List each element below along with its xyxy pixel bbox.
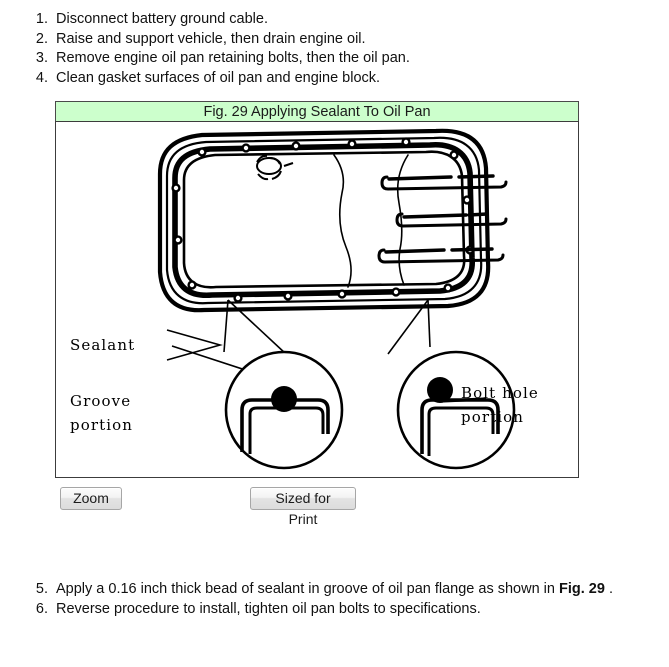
bolt-hole (171, 183, 181, 193)
list-item: 5. Apply a 0.16 inch thick bead of seala… (26, 580, 613, 600)
rib-outline (380, 175, 508, 191)
callout-circle-right (396, 350, 516, 470)
list-item-number: 2. (35, 30, 48, 47)
list-item-text: Reverse procedure to install, tighten oi… (56, 600, 481, 620)
figure-caption: Fig. 29 Applying Sealant To Oil Pan (55, 101, 579, 121)
list-item-text: Raise and support vehicle, then drain en… (56, 30, 366, 47)
sized-for-print-button[interactable]: Sized for Print (250, 487, 356, 527)
list-item-text: Apply a 0.16 inch thick bead of sealant … (56, 580, 613, 600)
bolt-hole-markers (171, 137, 475, 303)
list-item: 1. Disconnect battery ground cable. (26, 10, 410, 30)
sealant-strip-right (440, 397, 487, 403)
bolt-hole (401, 137, 411, 147)
bolt-channel-inner (427, 406, 495, 456)
pan-outer-wall (157, 128, 491, 313)
callout-groove-portion (224, 350, 344, 470)
procedure-list-top: 1. Disconnect battery ground cable. 2. R… (26, 10, 410, 88)
list-item-text-before: Apply a 0.16 inch thick bead of sealant … (56, 581, 559, 597)
bolt-hole (233, 293, 243, 303)
list-item-text: Disconnect battery ground cable. (56, 11, 268, 27)
drain-plug-boss (256, 154, 294, 181)
contour-line (333, 154, 352, 288)
bolt-hole (291, 141, 301, 151)
label-bolt-hole-line2: portion (461, 408, 524, 426)
bolt-hole (391, 287, 401, 297)
list-item-number: 5. (35, 581, 48, 597)
label-sealant: Sealant (70, 336, 135, 354)
list-item-number: 1. (35, 11, 48, 27)
list-item-number: 3. (35, 50, 48, 66)
callout-bolt-hole-portion (396, 350, 516, 470)
list-item: 4. Clean gasket surfaces of oil pan and … (26, 69, 410, 89)
boss-hatch (271, 170, 282, 180)
bolt-hole (347, 139, 357, 149)
rib-line (467, 212, 489, 217)
boss-hatch (256, 154, 268, 163)
boss-hatch (257, 173, 269, 181)
oil-pan-illustration (157, 128, 491, 313)
rib-line (402, 213, 468, 219)
label-groove-line2: portion (70, 416, 133, 434)
list-item: 6. Reverse procedure to install, tighten… (26, 600, 613, 620)
figure-block: Fig. 29 Applying Sealant To Oil Pan (55, 101, 579, 478)
rib-line (384, 248, 446, 254)
list-item-text-before: Reverse procedure to install, tighten oi… (56, 600, 481, 617)
sealant-bead-left (271, 386, 297, 412)
list-item-text-after: . (604, 581, 613, 597)
list-item-text: Remove engine oil pan retaining bolts, t… (56, 50, 410, 66)
boss-hatch (283, 162, 294, 167)
list-item-number: 4. (35, 69, 48, 86)
list-item-emphasis: Fig. 29 (559, 581, 605, 597)
bolt-hole (462, 195, 472, 205)
list-item: 3. Remove engine oil pan retaining bolts… (26, 49, 410, 69)
rib-outline (377, 248, 505, 264)
bolt-hole (283, 291, 293, 301)
drain-plug-outline (256, 157, 282, 175)
pan-baffle-ribs (377, 174, 508, 264)
rib-line (450, 247, 494, 252)
bolt-hole (173, 235, 183, 245)
leader-right-inner (387, 299, 429, 355)
procedure-list-bottom: 5. Apply a 0.16 inch thick bead of seala… (26, 580, 613, 619)
list-item: 2. Raise and support vehicle, then drain… (26, 30, 410, 50)
label-bolt-hole-line1: Bolt hole (461, 384, 539, 402)
bolt-hole (443, 283, 453, 293)
sealant-bead-right (427, 377, 453, 403)
figure-toolbar: Zoom Sized for Print (55, 487, 579, 527)
bolt-hole (449, 150, 459, 160)
oil-pan-diagram: Sealant Groove portion Bolt hole portion (70, 128, 539, 470)
list-item-number: 6. (35, 600, 48, 617)
rib-line (387, 175, 453, 181)
leader-left-inner (227, 299, 287, 355)
label-groove-line1: Groove (70, 392, 131, 410)
pan-floor (182, 150, 466, 289)
bolt-hole (197, 147, 207, 157)
sealant-pointer-bracket (166, 329, 223, 361)
list-item-text: Clean gasket surfaces of oil pan and eng… (56, 69, 381, 86)
leader-left-outer (223, 299, 229, 353)
pan-gasket-groove (172, 142, 475, 298)
rib-line (457, 174, 495, 179)
bolt-hole (241, 143, 251, 153)
leader-right-outer (427, 299, 431, 348)
bolt-hole (337, 289, 347, 299)
rib-outline (395, 212, 508, 228)
boss-hatch (269, 157, 281, 165)
zoom-button[interactable]: Zoom (60, 487, 122, 510)
bolt-hole (187, 280, 197, 290)
figure-image-frame: Sealant Groove portion Bolt hole portion (55, 121, 579, 478)
